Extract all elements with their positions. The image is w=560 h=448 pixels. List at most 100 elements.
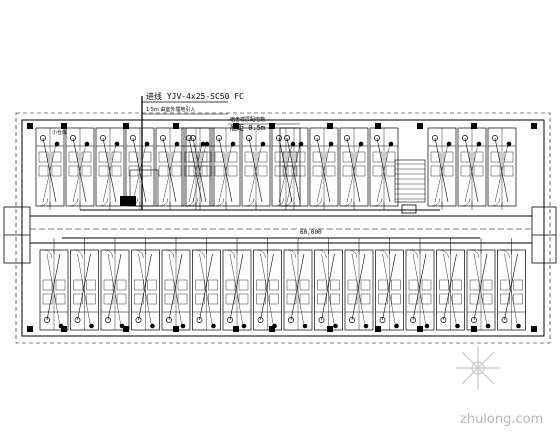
column <box>233 123 239 129</box>
column <box>471 326 477 332</box>
ceiling-light-icon <box>105 317 111 323</box>
socket-icon <box>516 323 521 329</box>
room <box>211 127 241 210</box>
ceiling-light-icon <box>166 317 172 323</box>
room <box>39 238 69 331</box>
ceiling-light-icon <box>374 135 380 141</box>
room <box>369 127 399 210</box>
socket-icon <box>358 141 364 147</box>
room <box>125 127 155 210</box>
column <box>173 326 179 332</box>
socket-icon <box>241 323 247 329</box>
ceiling-light-icon <box>440 317 447 323</box>
corridor <box>30 215 532 244</box>
socket-icon <box>302 323 308 329</box>
socket-icon <box>446 141 452 147</box>
socket-icon <box>211 323 216 329</box>
column <box>27 326 33 332</box>
socket-icon <box>328 141 334 147</box>
structural-columns <box>27 123 537 332</box>
ceiling-light-icon <box>190 135 196 141</box>
ceiling-light-icon <box>379 317 386 323</box>
column <box>173 123 179 129</box>
ceiling-light-icon <box>344 135 350 141</box>
ceiling-light-icon <box>100 135 106 141</box>
room-row-bottom <box>39 238 526 331</box>
socket-icon <box>298 141 304 147</box>
column <box>471 123 477 129</box>
column <box>417 123 423 129</box>
panel-note-label: 宿舍楼层配电箱 <box>230 116 265 123</box>
room <box>466 238 496 331</box>
socket-icon <box>150 323 155 329</box>
ceiling-light-icon <box>216 135 222 141</box>
column <box>123 123 129 129</box>
room-tag-label: 小仓库 <box>52 129 67 136</box>
room <box>95 127 125 210</box>
room <box>339 127 369 210</box>
ceiling-light-icon <box>492 135 498 141</box>
room <box>457 127 487 210</box>
sub-panel <box>401 204 417 214</box>
ceiling-light-icon <box>44 317 50 323</box>
socket-icon <box>363 323 369 329</box>
column <box>269 123 275 129</box>
column <box>327 123 333 129</box>
room <box>65 127 95 210</box>
column <box>327 326 333 332</box>
watermark-text: zhulong.com <box>460 412 543 427</box>
ceiling-light-icon <box>276 135 282 141</box>
room-row-top <box>35 127 517 210</box>
room <box>497 238 526 331</box>
socket-icon <box>485 323 491 329</box>
ceiling-light-icon <box>227 317 233 323</box>
ceiling-light-icon <box>284 135 290 141</box>
ceiling-light-icon <box>246 135 252 141</box>
room <box>155 127 185 210</box>
room <box>375 238 404 331</box>
ceiling-light-icon <box>462 135 468 141</box>
socket-icon <box>394 323 399 329</box>
column <box>531 123 537 129</box>
room <box>283 238 313 331</box>
room <box>192 238 221 331</box>
room <box>131 238 160 331</box>
room <box>222 238 252 331</box>
column <box>375 326 381 332</box>
column <box>123 326 129 332</box>
room <box>181 127 211 210</box>
column <box>61 326 67 332</box>
ceiling-light-icon <box>314 135 320 141</box>
watermark-logo <box>456 346 500 390</box>
ceiling-light-icon <box>70 135 76 141</box>
room <box>314 238 343 331</box>
socket-icon <box>333 323 338 329</box>
ceiling-light-icon <box>432 135 438 141</box>
column <box>233 326 239 332</box>
socket-icon <box>476 141 482 147</box>
room <box>253 238 282 331</box>
ceiling-light-icon <box>186 135 192 141</box>
socket-icon <box>424 323 430 329</box>
mounting-height-label: 底距 0.5m <box>230 123 265 132</box>
ceiling-light-icon <box>410 317 416 323</box>
room <box>241 127 271 210</box>
socket-icon <box>204 141 210 147</box>
socket-icon <box>200 141 206 147</box>
ceiling-light-icon <box>471 317 477 323</box>
column <box>417 326 423 332</box>
room <box>100 238 130 331</box>
ceiling-light-icon <box>135 317 142 323</box>
ceiling-light-icon <box>288 317 294 323</box>
ceiling-light-icon <box>349 317 355 323</box>
ceiling-light-icon <box>318 317 325 323</box>
column <box>269 326 275 332</box>
ceiling-light-icon <box>160 135 166 141</box>
cable-spec-label: 进线 YJV-4x25-SC50 FC <box>146 91 244 101</box>
feeder-line <box>62 96 480 239</box>
end-stairs <box>3 206 557 264</box>
room <box>405 238 435 331</box>
socket-icon <box>260 141 266 147</box>
room <box>344 238 374 331</box>
